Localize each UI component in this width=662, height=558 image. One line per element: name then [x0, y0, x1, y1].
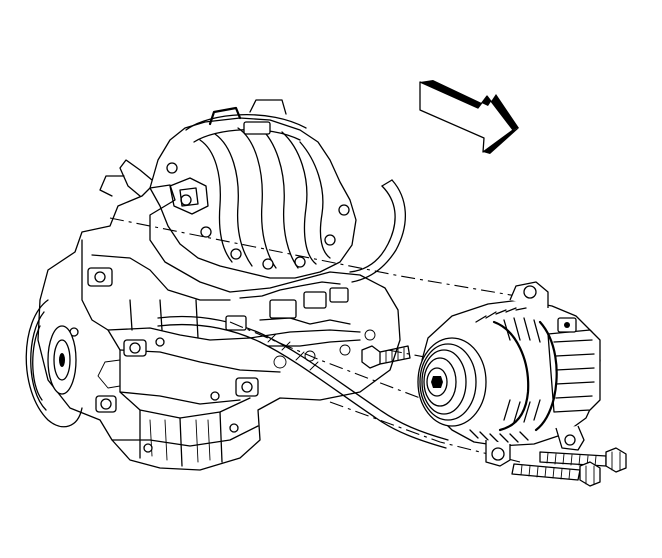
rear-mount-bolt-upper	[539, 447, 627, 473]
intake-manifold	[99, 99, 449, 449]
crankshaft-pulley	[25, 299, 83, 428]
front-mount-bolt	[361, 345, 411, 369]
rear-mount-bolt-lower	[511, 461, 601, 487]
engine-block	[37, 184, 401, 471]
vehicle-front-direction-arrow	[419, 80, 519, 154]
generator-pulley	[417, 337, 487, 427]
